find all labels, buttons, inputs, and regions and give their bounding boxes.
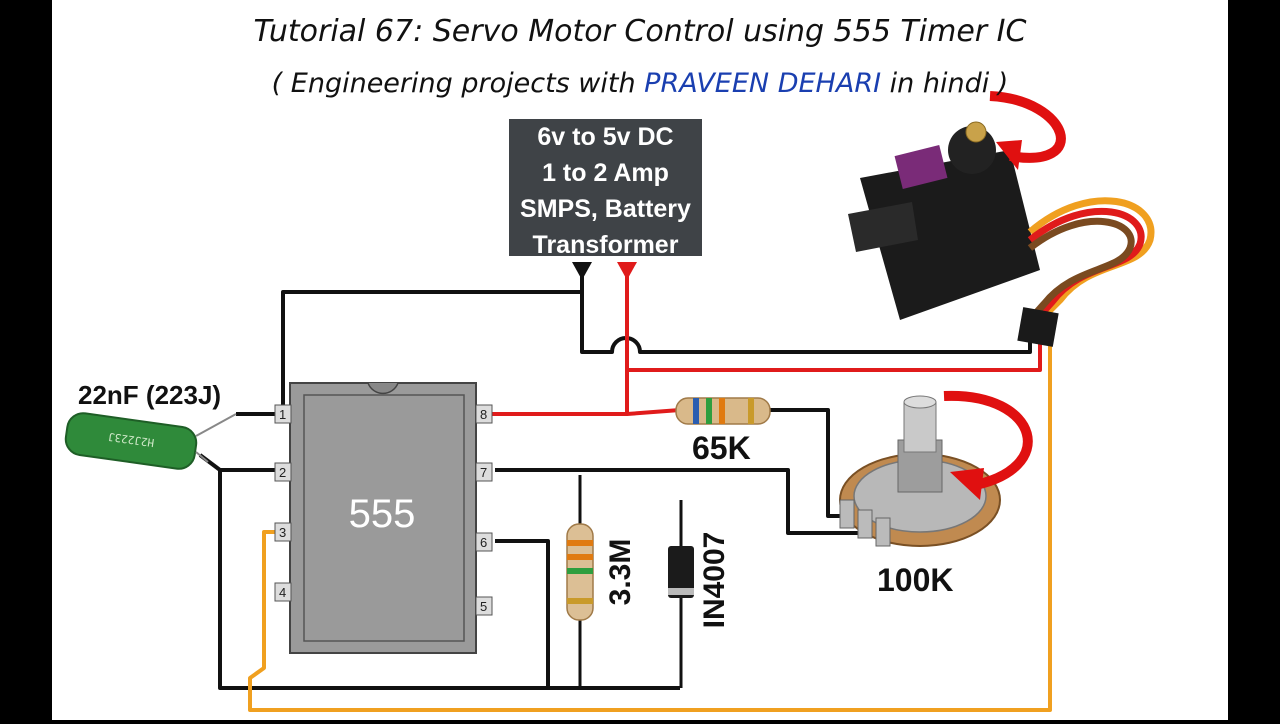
- wire-pin2-bottom: [218, 468, 680, 690]
- pot-rotation-arrow-icon: [943, 390, 1033, 491]
- band-1: [693, 398, 699, 424]
- servo-body: [860, 150, 1040, 320]
- capacitor-lead-2: [195, 451, 209, 463]
- ic-pin-3: [274, 522, 292, 542]
- wire-pin6: [495, 539, 550, 688]
- wire-65k-pot: [770, 408, 846, 518]
- pin-label-8: 8: [480, 407, 487, 422]
- servo-label: [894, 144, 948, 190]
- ic-pin-5: [475, 596, 493, 616]
- diode-in4007: [668, 546, 694, 598]
- capacitor-22nf: H2J223J: [64, 412, 237, 470]
- ic-label: 555: [349, 492, 416, 536]
- diode-body: [668, 546, 694, 598]
- power-supply-box: 6v to 5v DC 1 to 2 Amp SMPS, Battery Tra…: [509, 119, 702, 259]
- pot-shaft-top: [903, 395, 937, 409]
- wire-vcc-servo: [625, 262, 1042, 372]
- band-3: [719, 398, 725, 424]
- pot-label: 100K: [877, 562, 954, 598]
- ground-arrow-icon: [572, 262, 592, 280]
- pot-terminal-2: [857, 509, 873, 539]
- potentiometer-100k: [839, 395, 1001, 547]
- ic-face: [303, 394, 465, 642]
- pot-arrowhead-icon: [950, 468, 984, 500]
- pin-label-5: 5: [480, 599, 487, 614]
- ic-555: 1 2 3 4 8 7 6 5 555: [274, 382, 493, 654]
- resistor-33m: [566, 523, 594, 621]
- ic-pin-1: [274, 404, 292, 424]
- ic-notch: [367, 382, 399, 395]
- servo-motor: [848, 121, 1155, 347]
- servo-cable-brown: [1025, 217, 1135, 325]
- page-title: Tutorial 67: Servo Motor Control using 5…: [253, 14, 1027, 49]
- servo-gear: [965, 121, 987, 143]
- capacitor-label: 22nF (223J): [78, 380, 222, 410]
- band-33m-4: [567, 598, 593, 604]
- subtitle-suffix: in hindi ): [881, 68, 1009, 99]
- supply-line-3: SMPS, Battery: [520, 195, 691, 223]
- pot-terminal-3: [875, 517, 891, 547]
- supply-line-2: 1 to 2 Amp: [542, 159, 669, 187]
- resistor-33m-label: 3.3M: [604, 539, 637, 606]
- ic-body: [289, 382, 477, 654]
- servo-arrowhead-icon: [996, 140, 1022, 170]
- servo-rotation-arrow-icon: [989, 91, 1066, 163]
- band-33m-1: [567, 540, 593, 546]
- resistor-65k-label: 65K: [692, 430, 751, 466]
- pin-label-7: 7: [480, 465, 487, 480]
- author-name: PRAVEEN DEHARI: [644, 68, 882, 99]
- servo-connector: [1017, 307, 1059, 347]
- band-33m-2: [567, 554, 593, 560]
- pin-label-4: 4: [279, 585, 286, 600]
- supply-line-1: 6v to 5v DC: [537, 123, 674, 151]
- capacitor-lead-1: [195, 413, 237, 437]
- ic-pin-8: [475, 404, 493, 424]
- capacitor-marking: H2J223J: [107, 430, 155, 449]
- pot-terminal-1: [839, 499, 855, 529]
- vcc-arrow-icon: [617, 262, 637, 280]
- wire-pin7-pot: [495, 468, 860, 535]
- supply-line-4: Transformer: [532, 231, 679, 259]
- band-33m-3: [567, 568, 593, 574]
- band-4: [748, 398, 754, 424]
- pin-label-1: 1: [279, 407, 286, 422]
- orange-wires: [248, 342, 1052, 712]
- servo-mount-tab: [848, 202, 918, 252]
- ic-pin-6: [475, 532, 493, 552]
- pin-label-2: 2: [279, 465, 286, 480]
- ic-pin-4: [274, 582, 292, 602]
- ic-pin-7: [475, 462, 493, 482]
- diode-label: IN4007: [698, 532, 731, 629]
- wire-vcc-65k: [626, 408, 681, 416]
- pin-label-3: 3: [279, 525, 286, 540]
- capacitor-body: [64, 412, 198, 470]
- ic-pin-2: [274, 462, 292, 482]
- subtitle-prefix: ( Engineering projects with: [271, 68, 645, 99]
- wire-pin3-servo: [248, 342, 1052, 712]
- resistor-65k: [675, 397, 771, 425]
- black-wires: [198, 262, 1032, 690]
- page-subtitle: ( Engineering projects with PRAVEEN DEHA…: [52, 68, 1228, 99]
- pin-label-6: 6: [480, 535, 487, 550]
- band-2: [706, 398, 712, 424]
- diode-cathode-band: [668, 588, 694, 595]
- pot-shaft: [903, 401, 937, 453]
